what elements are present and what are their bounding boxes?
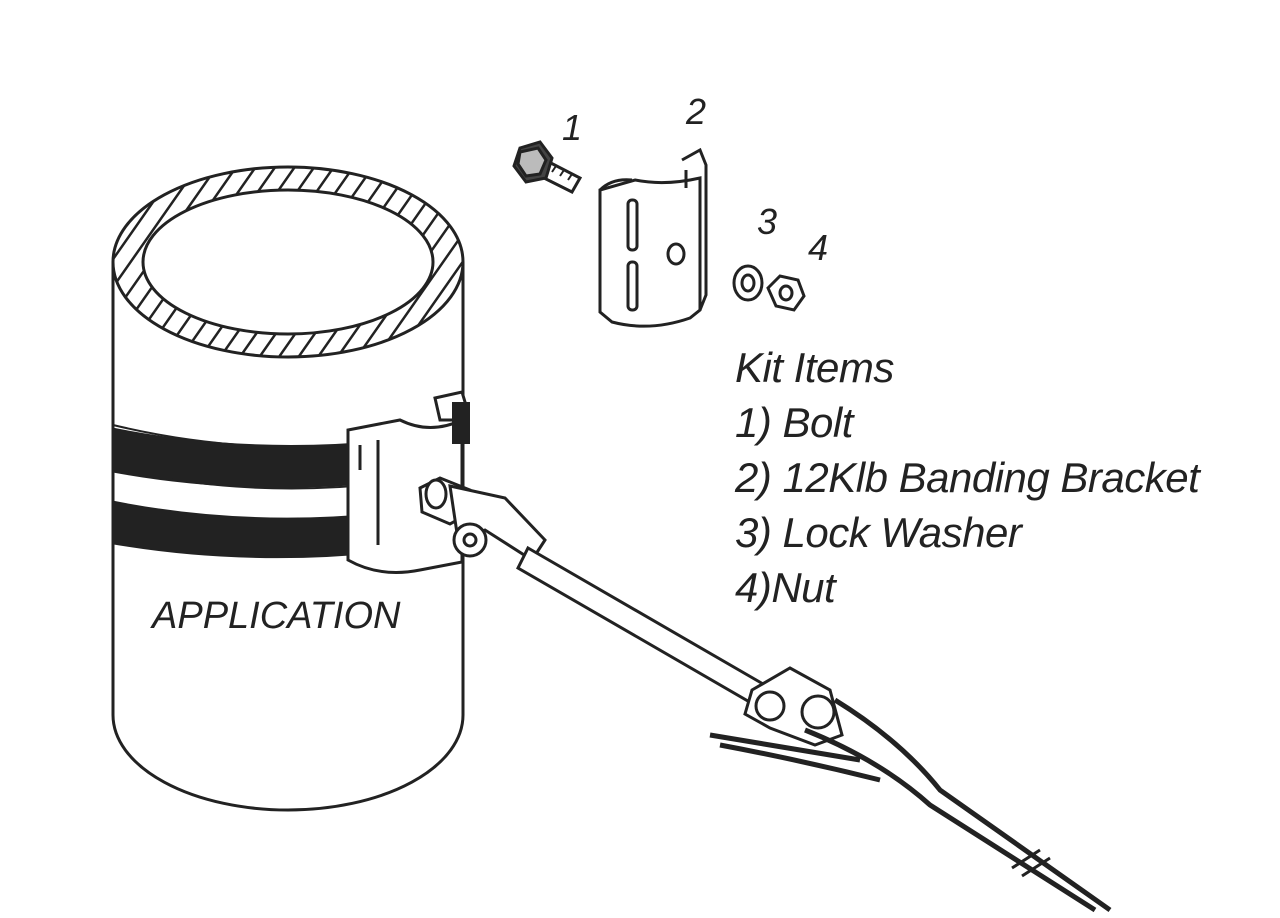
callout-2: 2 xyxy=(685,91,706,132)
kit-item-bracket: 2) 12Klb Banding Bracket xyxy=(735,454,1200,501)
guy-cable xyxy=(709,697,1112,913)
lock-washer-part xyxy=(732,264,764,302)
kit-item-bolt: 1) Bolt xyxy=(735,399,853,446)
bolt-part xyxy=(512,140,583,194)
pole-label: APPLICATION xyxy=(150,595,401,637)
kit-item-nut: 4)Nut xyxy=(735,564,836,611)
banding-bracket-part xyxy=(598,147,708,328)
kit-heading: Kit Items xyxy=(735,344,894,391)
callout-3: 3 xyxy=(757,201,777,242)
callout-4: 4 xyxy=(808,227,828,268)
nut-part xyxy=(766,274,806,312)
callout-1: 1 xyxy=(562,107,582,148)
kit-item-lock-washer: 3) Lock Washer xyxy=(735,509,1022,556)
banding-straps xyxy=(113,425,390,559)
kit-items-list: Kit Items 1) Bolt 2) 12Klb Banding Brack… xyxy=(735,340,1275,615)
